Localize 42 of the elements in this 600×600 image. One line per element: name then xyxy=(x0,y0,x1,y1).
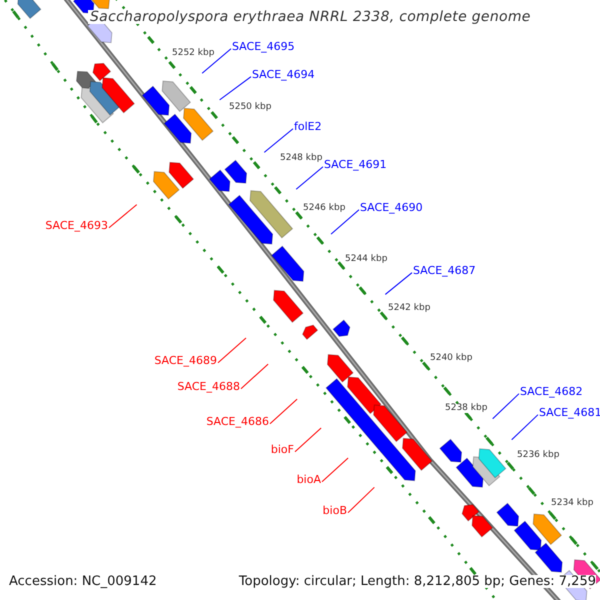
leader-line xyxy=(492,393,520,420)
scale-tick-label: 5244 kbp xyxy=(345,255,388,264)
gene-label: SACE_4686 xyxy=(206,416,269,427)
leader-line xyxy=(384,272,412,295)
gene-label: SACE_4694 xyxy=(252,69,315,80)
scale-tick-label: 5246 kbp xyxy=(303,204,346,213)
scale-tick-label: 5234 kbp xyxy=(551,499,594,508)
gene-label: SACE_4693 xyxy=(45,220,108,231)
scale-tick-label: 5252 kbp xyxy=(172,49,214,58)
accession-text: Accession: NC_009142 xyxy=(9,575,157,588)
leader-line xyxy=(264,128,294,153)
scale-tick-label: 5250 kbp xyxy=(229,103,272,112)
leader-line xyxy=(322,458,349,482)
leader-line xyxy=(296,166,324,190)
gene-label: SACE_4695 xyxy=(232,41,295,52)
scale-tick-label: 5248 kbp xyxy=(280,154,322,163)
scale-tick-label: 5236 kbp xyxy=(517,451,560,460)
leader-line xyxy=(219,76,252,100)
gene-label: SACE_4687 xyxy=(413,265,476,276)
gene-label: SACE_4689 xyxy=(154,355,217,366)
leader-line xyxy=(218,337,246,364)
leader-line xyxy=(202,48,232,74)
gene-label: SACE_4688 xyxy=(177,381,240,392)
leader-line xyxy=(330,209,360,235)
scale-tick-label: 5240 kbp xyxy=(430,354,472,363)
leader-line xyxy=(511,414,538,440)
scale-tick-label: 5238 kbp xyxy=(445,404,488,413)
leader-line xyxy=(270,398,298,424)
gene-label: bioA xyxy=(296,474,321,485)
gene-label: folE2 xyxy=(294,121,322,132)
leader-line xyxy=(240,364,269,390)
gene-label: SACE_4690 xyxy=(360,202,423,213)
scale-tick-label: 5242 kbp xyxy=(388,304,430,313)
leader-line xyxy=(294,428,322,452)
gene-label: SACE_4691 xyxy=(324,159,387,170)
gene-label: bioF xyxy=(270,444,294,455)
chart-title: Saccharopolyspora erythraea NRRL 2338, complete genome xyxy=(88,10,533,24)
gene-label: bioB xyxy=(322,505,347,516)
leader-line xyxy=(108,204,138,228)
gene-label: SACE_4682 xyxy=(520,386,583,397)
leader-line xyxy=(348,486,375,514)
genome-stats-text: Topology: circular; Length: 8,212,805 bp; Genes: 7,259 xyxy=(238,575,596,588)
